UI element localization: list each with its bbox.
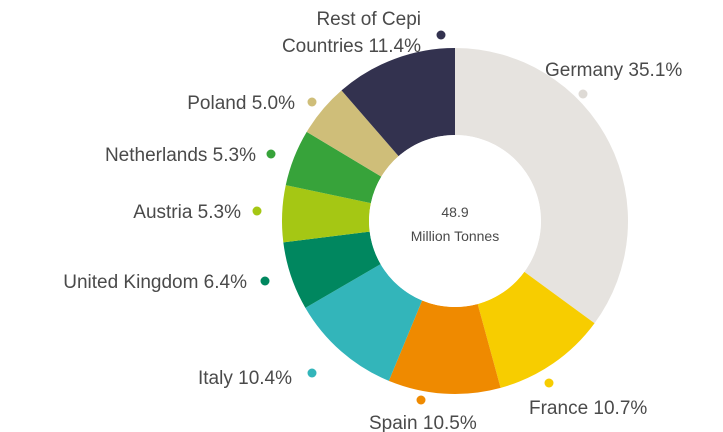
slice-5 [282, 185, 371, 243]
slice-2 [388, 300, 501, 394]
slice-label-3: Italy 10.4% [198, 368, 292, 389]
legend-dot-0 [578, 89, 588, 99]
legend-dot-2 [416, 395, 426, 405]
legend-dot-8 [436, 30, 446, 40]
slice-7 [306, 90, 399, 177]
legend-dot-5 [252, 206, 262, 216]
legend-dot-1 [544, 378, 554, 388]
slice-label-1: France 10.7% [529, 398, 647, 419]
slice-8 [341, 48, 455, 157]
legend-dot-7 [307, 97, 317, 107]
donut-hole [369, 135, 541, 307]
slice-label-6: Netherlands 5.3% [105, 145, 256, 166]
center-total-value: 48.9 [441, 204, 468, 220]
slice-3 [305, 264, 423, 381]
legend-dot-3 [307, 368, 317, 378]
slice-label-5: Austria 5.3% [133, 202, 241, 223]
legend-dot-6 [266, 149, 276, 159]
slice-1 [477, 271, 595, 388]
slice-label-2: Spain 10.5% [369, 413, 477, 432]
slices-group [282, 48, 628, 394]
labels-group: Germany 35.1% France 10.7% Spain 10.5% Ital… [63, 9, 682, 432]
legend-dot-4 [260, 276, 270, 286]
slice-label-8-line-0: Rest of Cepi [316, 9, 421, 30]
slice-label-8-line-1: Countries 11.4% [282, 36, 421, 57]
slice-6 [285, 131, 382, 204]
slice-label-4: United Kingdom 6.4% [63, 272, 247, 293]
center-total-unit: Million Tonnes [411, 228, 499, 244]
slice-label-0: Germany 35.1% [545, 60, 682, 81]
slice-label-7: Poland 5.0% [187, 93, 295, 114]
slice-4 [283, 231, 381, 308]
slice-0 [455, 48, 628, 324]
